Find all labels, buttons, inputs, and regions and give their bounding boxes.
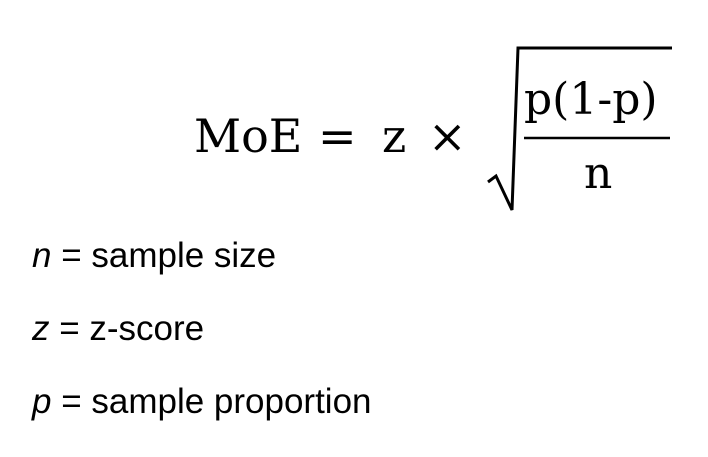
definition-text: = sample size xyxy=(51,236,277,275)
definition-n: n = sample size xyxy=(32,238,692,274)
radical-stroke xyxy=(487,46,672,211)
formula-denominator: n xyxy=(584,148,613,199)
definition-symbol: n xyxy=(32,236,52,275)
definition-symbol: z xyxy=(32,309,50,348)
square-root-sign xyxy=(487,46,672,211)
definition-symbol: p xyxy=(32,382,52,421)
definition-z: z = z-score xyxy=(32,311,692,347)
variable-definitions: n = sample size z = z-score p = sample p… xyxy=(32,238,692,457)
formula-equals-sign: = xyxy=(318,109,357,163)
formula-z: z xyxy=(382,109,407,163)
definition-text: = sample proportion xyxy=(51,382,372,421)
formula-times-sign: × xyxy=(428,109,467,163)
formula-numerator: p(1-p) xyxy=(524,74,658,125)
formula-lhs: MoE xyxy=(194,109,303,163)
definition-p: p = sample proportion xyxy=(32,384,692,420)
definition-text: = z-score xyxy=(49,309,205,348)
margin-of-error-formula: MoE = z × p(1-p) n xyxy=(194,46,672,211)
